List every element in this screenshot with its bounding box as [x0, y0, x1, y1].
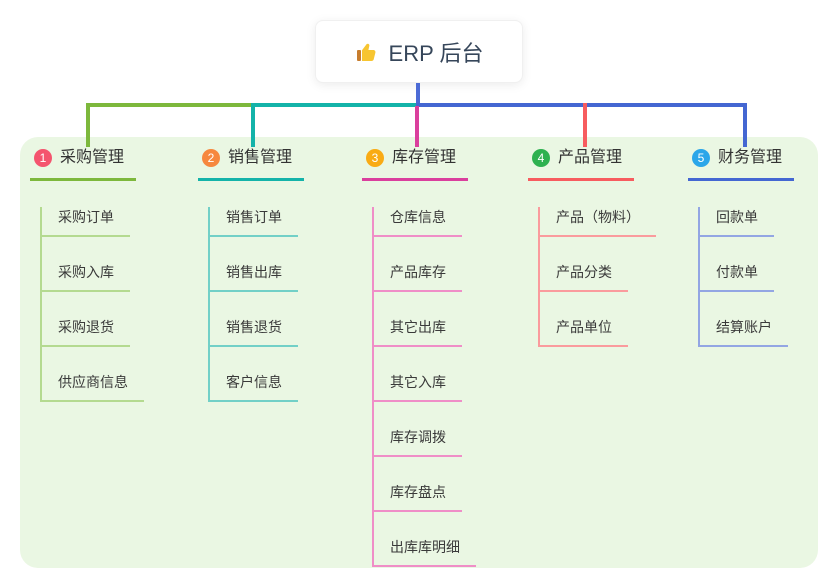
branch-purchase-label: 采购管理: [60, 149, 125, 166]
branch-inventory-children: 仓库信息 产品库存 其它出库 其它入库 库存调拨 库存盘点 出库库明细: [372, 207, 476, 567]
node-supplier-info[interactable]: 供应商信息: [42, 372, 144, 402]
connector-drop-branch-4: [583, 103, 587, 147]
branch-sales-header[interactable]: 2 销售管理: [198, 146, 305, 181]
node-stock-transfer[interactable]: 库存调拨: [374, 427, 476, 457]
branches-panel: [20, 137, 818, 568]
node-product-stock[interactable]: 产品库存: [374, 262, 476, 292]
connector-drop-branch-3: [415, 106, 419, 147]
node-product-category[interactable]: 产品分类: [540, 262, 656, 292]
root-label: ERP 后台: [388, 40, 484, 66]
branch-inventory-label: 库存管理: [392, 149, 457, 166]
branch-sales-label: 销售管理: [228, 149, 293, 166]
branch-inventory: 3 库存管理 仓库信息 产品库存 其它出库 其它入库 库存调拨 库存盘点 出库库…: [362, 146, 476, 567]
connector-bus-branch-2: [255, 103, 416, 107]
node-outbound-detail[interactable]: 出库库明细: [374, 537, 476, 567]
branch-product-label: 产品管理: [558, 149, 623, 166]
branch-product-header[interactable]: 4 产品管理: [528, 146, 635, 181]
branch-5-number-badge: 5: [692, 149, 710, 167]
branch-4-number-badge: 4: [532, 149, 550, 167]
branch-finance: 5 财务管理 回款单 付款单 结算账户: [688, 146, 795, 347]
branch-product-children: 产品（物料） 产品分类 产品单位: [538, 207, 656, 347]
connector-drop-branch-2: [251, 103, 255, 147]
root-node[interactable]: ERP 后台: [315, 20, 523, 83]
node-purchase-return[interactable]: 采购退货: [42, 317, 144, 347]
branch-finance-label: 财务管理: [718, 149, 783, 166]
node-purchase-inbound[interactable]: 采购入库: [42, 262, 144, 292]
node-warehouse-info[interactable]: 仓库信息: [374, 207, 476, 237]
branch-purchase-children: 采购订单 采购入库 采购退货 供应商信息: [40, 207, 144, 402]
node-sales-outbound[interactable]: 销售出库: [210, 262, 298, 292]
branch-product: 4 产品管理 产品（物料） 产品分类 产品单位: [528, 146, 656, 347]
branch-finance-header[interactable]: 5 财务管理: [688, 146, 795, 181]
branch-3-number-badge: 3: [366, 149, 384, 167]
connector-drop-branch-5: [743, 103, 747, 147]
connector-drop-branch-1: [86, 103, 90, 147]
branch-finance-children: 回款单 付款单 结算账户: [698, 207, 788, 347]
connector-bus-branch-5: [416, 103, 747, 107]
node-purchase-order[interactable]: 采购订单: [42, 207, 144, 237]
node-other-outbound[interactable]: 其它出库: [374, 317, 476, 347]
node-customer-info[interactable]: 客户信息: [210, 372, 298, 402]
branch-inventory-header[interactable]: 3 库存管理: [362, 146, 469, 181]
connector-bus-branch-1: [86, 103, 255, 107]
node-stock-count[interactable]: 库存盘点: [374, 482, 476, 512]
thumbs-up-icon: [355, 40, 379, 64]
node-payment-doc[interactable]: 付款单: [700, 262, 788, 292]
branch-2-number-badge: 2: [202, 149, 220, 167]
node-sales-order[interactable]: 销售订单: [210, 207, 298, 237]
node-other-inbound[interactable]: 其它入库: [374, 372, 476, 402]
connector-trunk: [416, 83, 420, 105]
node-product-material[interactable]: 产品（物料）: [540, 207, 656, 237]
node-settlement-account[interactable]: 结算账户: [700, 317, 788, 347]
branch-sales: 2 销售管理 销售订单 销售出库 销售退货 客户信息: [198, 146, 305, 402]
branch-sales-children: 销售订单 销售出库 销售退货 客户信息: [208, 207, 298, 402]
node-product-unit[interactable]: 产品单位: [540, 317, 656, 347]
branch-purchase-header[interactable]: 1 采购管理: [30, 146, 137, 181]
node-sales-return[interactable]: 销售退货: [210, 317, 298, 347]
node-receipt-doc[interactable]: 回款单: [700, 207, 788, 237]
branch-1-number-badge: 1: [34, 149, 52, 167]
branch-purchase: 1 采购管理 采购订单 采购入库 采购退货 供应商信息: [30, 146, 144, 402]
